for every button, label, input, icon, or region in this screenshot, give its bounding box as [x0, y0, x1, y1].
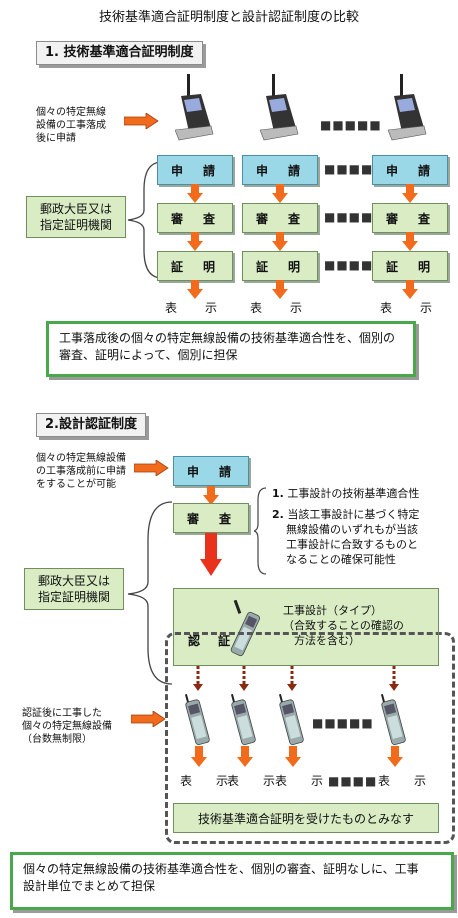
- apply-box: 申 請: [157, 155, 233, 185]
- display-label: 表 示: [378, 774, 433, 788]
- section2-label: 2.設計認証制度: [36, 413, 146, 437]
- display-label: 表 示: [180, 774, 235, 788]
- review-criterion-item: 2. 当該工事設計に基づく特定: [272, 508, 420, 521]
- down-arrow-icon: [191, 746, 207, 767]
- ellipsis-dashes: ■■■■: [324, 258, 374, 272]
- section2-side-note-top: 個々の特定無線設備 の工事落成前に申請 をすることが可能: [36, 453, 126, 490]
- display-label: 表 示: [227, 774, 282, 788]
- apply-box: 申 請: [372, 155, 448, 185]
- certify-box: 証 明: [157, 251, 233, 281]
- ellipsis-dashes: ■■■■: [324, 162, 374, 176]
- display-label: 表 示: [249, 301, 310, 315]
- down-arrow-icon: [187, 280, 203, 299]
- mobile-phone-icon: [230, 693, 256, 745]
- dashed-arrows: [193, 666, 399, 691]
- review-criterion-item: 1. 工事設計の技術基準適合性: [272, 487, 420, 500]
- down-arrow-icon: [237, 746, 253, 767]
- down-arrow-icon: [272, 232, 288, 251]
- review-box: 審 査: [242, 203, 318, 233]
- mobile-phone-icon: [278, 693, 304, 745]
- display-label: 表 示: [164, 301, 225, 315]
- deemed-certified-box: 技術基準適合証明を受けたものとみなす: [173, 803, 439, 833]
- review-criterion-line: 無線設備のいずれもが当該: [286, 523, 418, 536]
- certify-box: 証 明: [242, 251, 318, 281]
- right-arrow-icon: [131, 711, 166, 727]
- mobile-phone-icon: [380, 693, 406, 745]
- ellipsis-dashes: ■■■■■: [312, 716, 374, 730]
- down-arrow-icon: [387, 746, 403, 767]
- display-label: 表 示: [275, 774, 330, 788]
- section2-side-note-bottom: 認証後に工事した 個々の特定無線設備 （台数無制限）: [22, 708, 112, 745]
- section1-side-note: 個々の特定無線 設備の工事落成 後に申請: [36, 107, 106, 144]
- bracket-connector: [127, 161, 163, 279]
- down-arrow-icon: [200, 533, 222, 576]
- down-arrow-icon: [187, 232, 203, 251]
- right-arrow-icon: [134, 460, 169, 476]
- down-arrow-icon: [203, 486, 219, 505]
- ellipsis-dashes: ■■■■: [324, 210, 374, 224]
- apply-box: 申 請: [173, 456, 249, 486]
- apply-box: 申 請: [242, 155, 318, 185]
- design-type-text: 工事設計（タイプ） （合致することの確認の 方法を含む）: [283, 604, 404, 647]
- bracket-connector: [254, 487, 267, 575]
- bracket-connector: [127, 501, 173, 685]
- down-arrow-icon: [187, 184, 203, 203]
- down-arrow-icon: [402, 232, 418, 251]
- mobile-phone-icon: [260, 74, 299, 141]
- section1-summary-callout: 工事落成後の個々の特定無線設備の技術基準適合性を、個別の 審査、証明によって、個…: [46, 321, 416, 377]
- down-arrow-icon: [285, 746, 301, 767]
- review-box: 審 査: [372, 203, 448, 233]
- right-arrow-icon: [124, 113, 159, 129]
- certified-devices-region: [165, 632, 455, 844]
- down-arrow-icon: [402, 280, 418, 299]
- review-criterion-line: 工事設計に合致するものと: [286, 538, 418, 551]
- review-criteria-list: 1. 工事設計の技術基準適合性 2. 当該工事設計に基づく特定 無線設備のいずれ…: [272, 486, 452, 567]
- section1-label: 1. 技術基準適合証明制度: [36, 41, 203, 65]
- certification-label: 認 証: [188, 634, 234, 648]
- ellipsis-dashes: ■■■■■: [320, 118, 382, 132]
- down-arrow-icon: [402, 184, 418, 203]
- down-arrow-icon: [272, 184, 288, 203]
- mobile-phone-icon: [175, 74, 214, 141]
- mobile-phone-icon: [184, 693, 210, 745]
- review-box: 審 査: [157, 203, 233, 233]
- mobile-phone-icon: [388, 74, 427, 141]
- page-title: 技術基準適合証明制度と設計認証制度の比較: [98, 10, 359, 25]
- review-criterion-line: なることの確保可能性: [286, 553, 396, 566]
- ministry-box: 郵政大臣又は 指定証明機関: [24, 568, 124, 610]
- review-box: 審 査: [173, 503, 249, 533]
- certification-box-border: [173, 588, 439, 666]
- down-arrow-icon: [272, 280, 288, 299]
- display-label: 表 示: [379, 301, 440, 315]
- section2-summary-callout: 個々の特定無線設備の技術基準適合性を、個別の審査、証明なしに、工事 設計単位でま…: [10, 852, 454, 910]
- ministry-box: 郵政大臣又は 指定証明機関: [26, 196, 126, 238]
- ellipsis-dashes: ■■■■: [328, 774, 378, 788]
- certify-box: 証 明: [372, 251, 448, 281]
